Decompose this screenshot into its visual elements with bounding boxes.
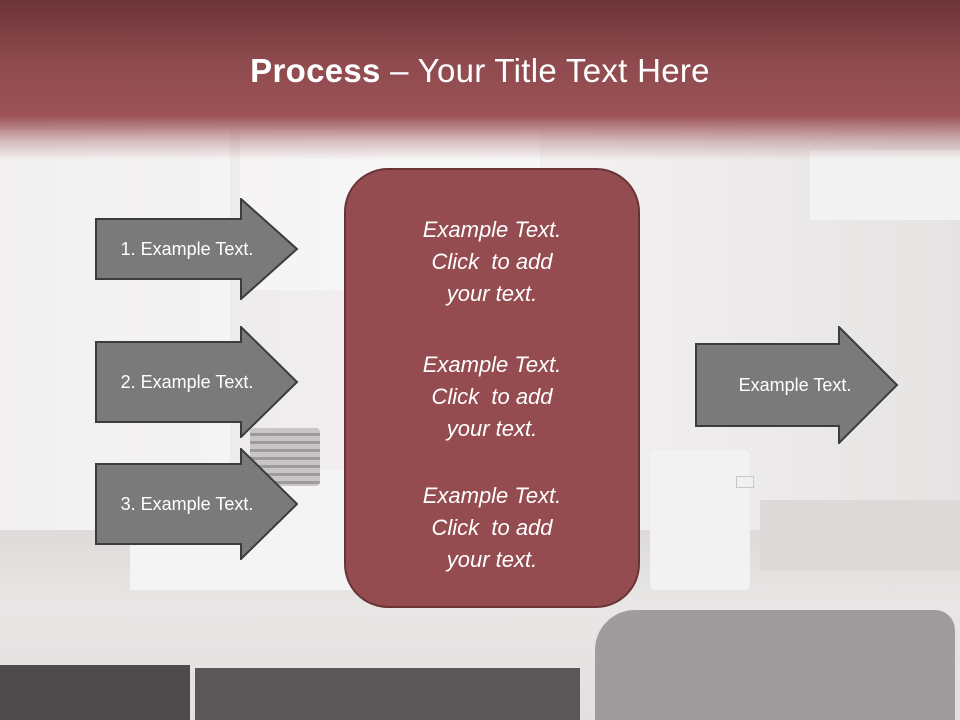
center-block-2-line-1: Example Text. [422,352,562,377]
arrow-shape-1 [95,198,299,300]
center-block-3-line-2: Click to add [431,515,553,540]
center-block-1-line-1: Example Text. [422,217,562,242]
center-text-block-3[interactable]: Example Text. Click to add your text. [346,480,638,576]
center-text-block-1[interactable]: Example Text. Click to add your text. [346,214,638,310]
center-block-1-line-3: your text. [446,281,538,306]
arrow-shape-2 [95,326,299,438]
result-arrow-label: Example Text. [738,374,852,395]
background-ceiling-box [810,150,960,220]
process-arrow-3[interactable]: 3. Example Text. [95,448,299,560]
result-arrow-shape [695,326,899,444]
center-text-block-2[interactable]: Example Text. Click to add your text. [346,349,638,445]
background-rug [595,610,955,720]
background-table [0,665,190,720]
arrow-label-3: 3. Example Text. [120,493,254,514]
background-wall-outlet [736,476,754,488]
center-block-2-line-3: your text. [446,416,538,441]
title-rest-part: – Your Title Text Here [380,52,710,89]
title-bold-part: Process [250,52,381,89]
slide-title[interactable]: Process – Your Title Text Here [0,52,960,90]
center-block-3-line-1: Example Text. [422,483,562,508]
title-band [0,0,960,160]
center-text-box[interactable]: Example Text. Click to add your text. Ex… [344,168,640,608]
arrow-label-1: 1. Example Text. [120,238,254,259]
background-sofa-back [650,450,750,590]
center-block-3-line-3: your text. [446,547,538,572]
process-arrow-1[interactable]: 1. Example Text. [95,198,299,300]
center-block-2-line-2: Click to add [431,384,553,409]
background-table-2 [195,668,580,720]
result-arrow[interactable]: Example Text. [695,326,899,444]
center-block-1-line-2: Click to add [431,249,553,274]
process-arrow-2[interactable]: 2. Example Text. [95,326,299,438]
arrow-label-2: 2. Example Text. [120,371,254,392]
background-stairs [760,500,960,570]
arrow-shape-3 [95,448,299,560]
